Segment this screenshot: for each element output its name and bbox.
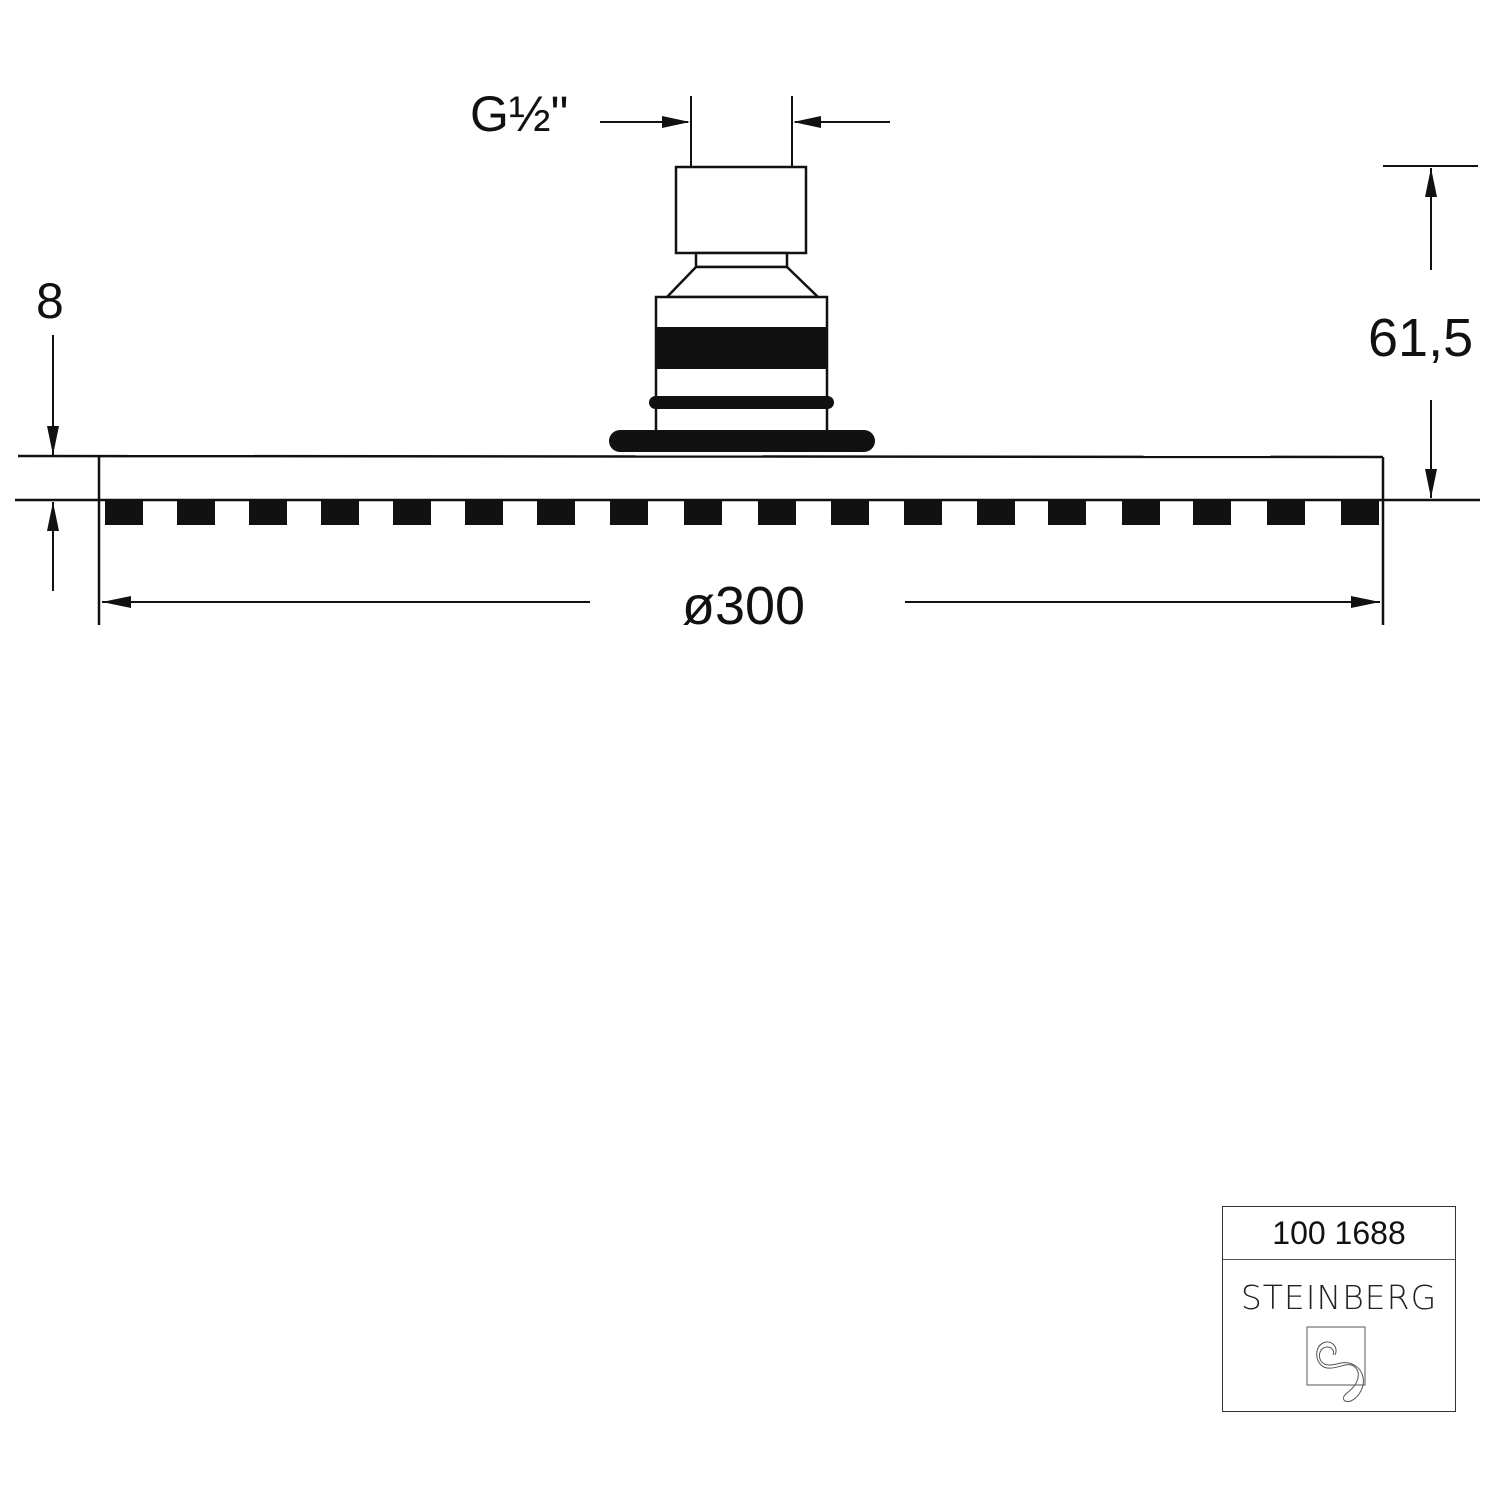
arrow-down-icon [1425,469,1437,498]
arrow-down-icon [47,426,59,455]
thread-size-label: G½" [470,86,568,142]
diameter-label: ø300 [682,576,805,636]
total-height-dimension: 61,5 [1368,165,1478,498]
shower-arm-connector [609,165,875,452]
total-height-label: 61,5 [1368,308,1473,368]
arrow-up-icon [1425,168,1437,197]
diameter-dimension: ø300 [102,576,1380,636]
arrow-left-icon [793,116,821,128]
title-block: 100 1688 STEINBERG [1222,1206,1456,1412]
arrow-up-icon [47,502,59,531]
thread-dimension: G½" [470,86,890,168]
arrow-left-icon [102,596,131,608]
brand-name: STEINBERG [1240,1278,1438,1317]
article-number: 100 1688 [1223,1207,1455,1260]
plate-thickness-label: 8 [36,273,64,329]
shower-plate [15,454,1480,625]
plate-thickness-dimension: 8 [36,273,64,591]
nozzle-row [105,500,1379,525]
arrow-right-icon [662,116,690,128]
steinberg-s-logo-icon [1306,1326,1366,1402]
arrow-right-icon [1351,596,1380,608]
